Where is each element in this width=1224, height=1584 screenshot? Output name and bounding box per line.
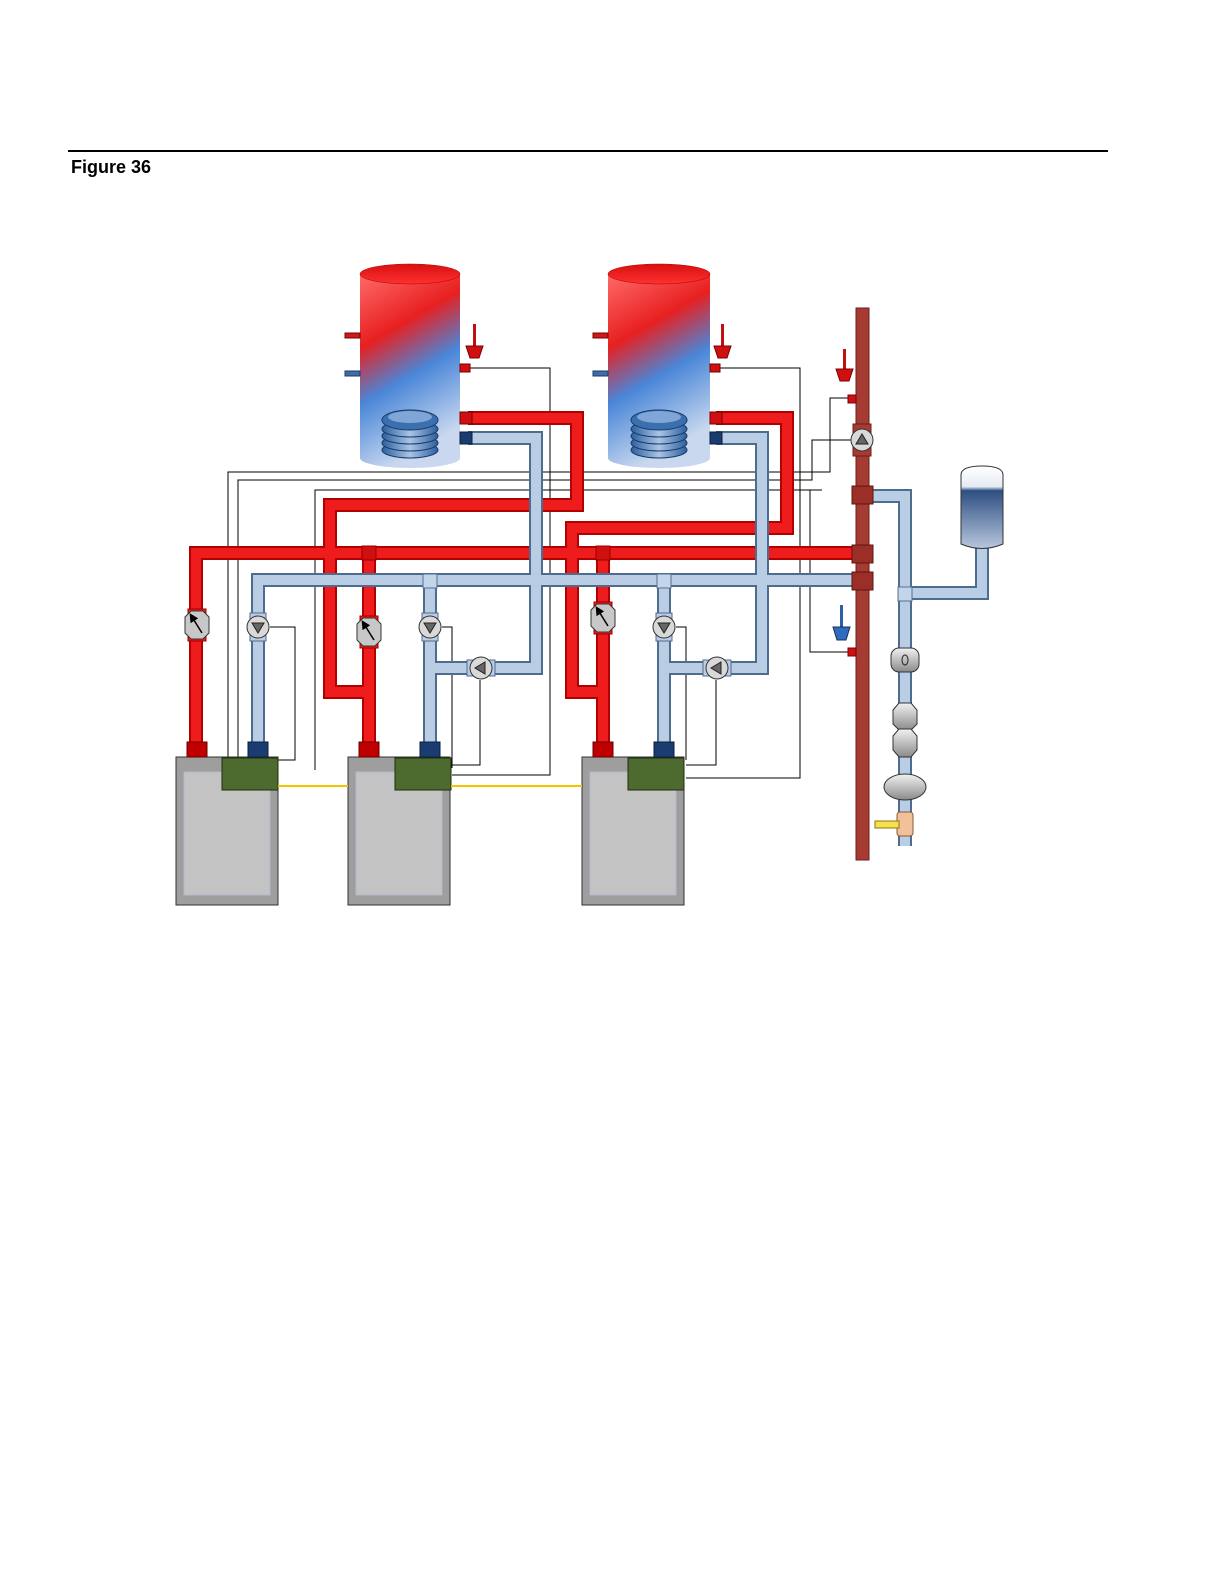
system-header: [852, 308, 873, 860]
system-pump-icon: [851, 424, 873, 456]
indirect-tank-1: [345, 264, 483, 468]
fill-valve-icon: [875, 812, 913, 836]
indirect-tank-2: [593, 264, 731, 468]
expansion-tank-icon: [961, 466, 1003, 549]
circulator-pump-icon: [247, 613, 269, 641]
flow-check-valve-icon: [185, 609, 209, 641]
circulator-pump-icon: [653, 613, 675, 641]
isolation-valve-icon: [891, 648, 919, 672]
boiler-2: [348, 742, 451, 905]
flow-check-valve-icon: [357, 616, 381, 648]
return-header-sensor: [833, 605, 856, 656]
circulator-pump-icon: [419, 613, 441, 641]
circulator-pump-icon: [703, 657, 731, 679]
tank-coil: [382, 410, 438, 458]
boiler-3: [582, 742, 684, 905]
temperature-sensor-icon: [714, 324, 731, 358]
flow-check-valve-icon: [591, 602, 615, 634]
supply-header-sensor: [836, 349, 856, 403]
boiler-1: [176, 742, 278, 905]
circulator-pump-icon: [467, 657, 495, 679]
tank-coil: [631, 410, 687, 458]
temperature-sensor-icon: [466, 324, 483, 358]
backflow-preventer-icon: [884, 774, 926, 800]
pressure-reducing-valve-icon: [893, 703, 917, 757]
